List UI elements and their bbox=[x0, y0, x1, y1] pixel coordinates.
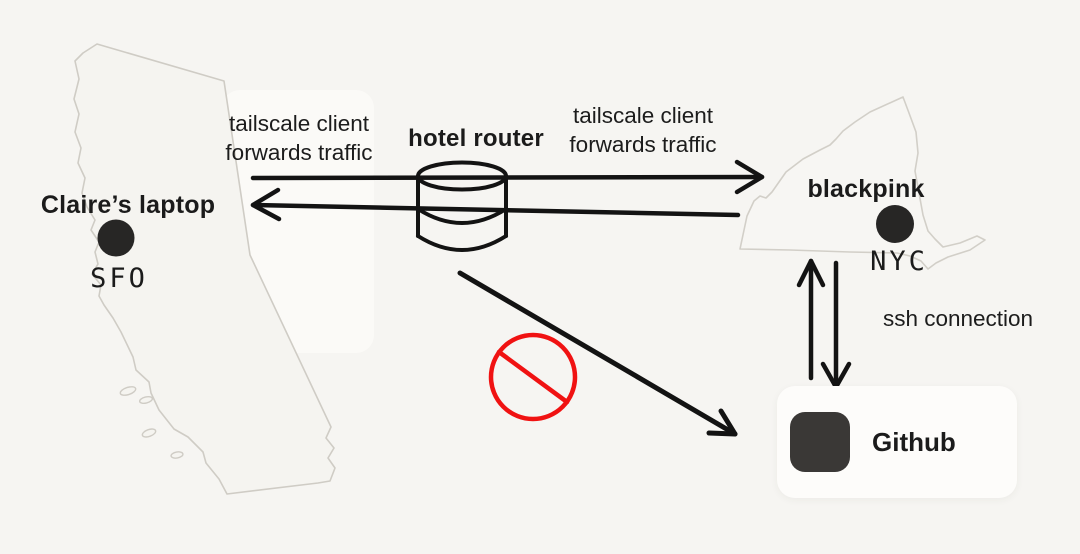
tailscale-forward-left-line1: tailscale client bbox=[228, 111, 370, 136]
claires-laptop-title: Claire’s laptop bbox=[40, 191, 216, 219]
tailscale-forward-left-line2: forwards traffic bbox=[225, 140, 373, 165]
arrow-forward-left bbox=[250, 187, 741, 222]
nyc-city-label: NYC bbox=[870, 246, 928, 277]
github-card: Github bbox=[777, 386, 1017, 498]
new-york-map bbox=[739, 96, 986, 270]
cylinder-router-icon bbox=[416, 160, 508, 252]
github-title: Github bbox=[872, 426, 956, 457]
tailscale-forward-label-left: tailscale client forwards traffic bbox=[225, 109, 372, 167]
arrow-blackpink-to-github-down bbox=[820, 260, 852, 390]
arrow-github-to-blackpink-up bbox=[796, 258, 826, 381]
sfo-city-label: SFO bbox=[90, 263, 148, 294]
channel-islands bbox=[119, 386, 184, 459]
sfo-location-dot bbox=[97, 219, 135, 257]
tailscale-forward-right-line2: forwards traffic bbox=[569, 132, 717, 157]
red-prohibition-icon bbox=[488, 332, 578, 422]
nyc-location-dot bbox=[876, 205, 914, 243]
hotel-router-title: hotel router bbox=[408, 125, 544, 152]
github-app-icon bbox=[790, 412, 850, 472]
tailscale-forward-right-line1: tailscale client bbox=[572, 103, 714, 128]
blackpink-title: blackpink bbox=[807, 175, 925, 203]
tailscale-forward-label-right: tailscale client forwards traffic bbox=[569, 101, 716, 159]
california-map bbox=[73, 43, 336, 495]
arrow-router-to-github-blocked bbox=[457, 270, 738, 437]
ssh-connection-label: ssh connection bbox=[882, 306, 1034, 331]
